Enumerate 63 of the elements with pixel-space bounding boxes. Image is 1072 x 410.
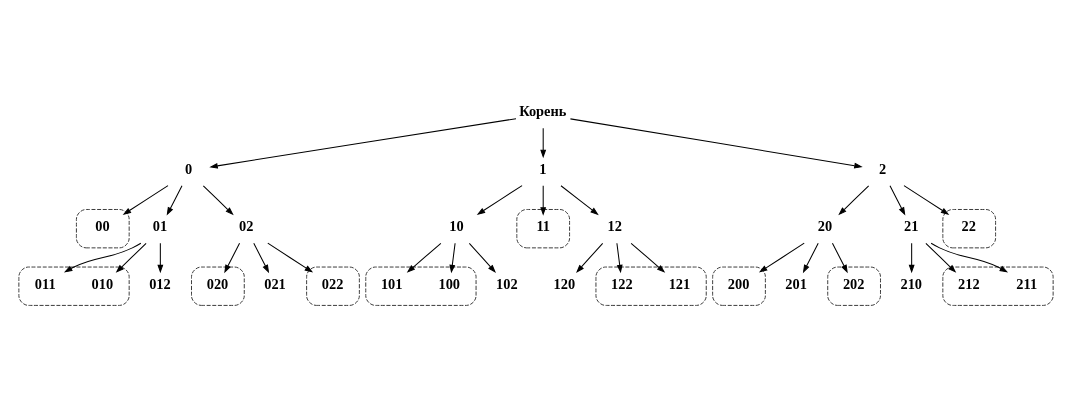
arrow bbox=[166, 184, 183, 216]
arrow bbox=[476, 184, 523, 215]
node-text: 00 bbox=[95, 217, 110, 234]
node-text: 10 bbox=[449, 217, 464, 234]
arrow bbox=[831, 242, 848, 273]
node-text: 211 bbox=[1016, 275, 1038, 292]
node-text: 0 bbox=[185, 160, 193, 177]
arrow bbox=[908, 242, 915, 273]
arrow bbox=[540, 127, 547, 158]
arrow bbox=[63, 242, 142, 272]
arrow bbox=[202, 184, 234, 215]
arrow bbox=[449, 242, 456, 273]
node-text: 212 bbox=[958, 275, 980, 292]
arrow bbox=[925, 242, 957, 273]
arrow bbox=[122, 184, 169, 215]
arrow bbox=[838, 184, 870, 215]
arrow bbox=[630, 242, 666, 273]
cluster bbox=[827, 266, 881, 306]
node-text: 11 bbox=[536, 217, 550, 234]
arrow bbox=[115, 242, 147, 273]
node-text: 122 bbox=[611, 275, 633, 292]
arrow bbox=[758, 242, 805, 273]
node-text: 21 bbox=[904, 217, 919, 234]
node-text: 201 bbox=[785, 275, 807, 292]
arrow bbox=[616, 242, 623, 273]
arrow bbox=[468, 242, 496, 273]
node-text: 022 bbox=[321, 275, 344, 292]
arrow bbox=[267, 242, 314, 273]
arrow bbox=[930, 242, 1009, 272]
node-text: 20 bbox=[817, 217, 833, 234]
arrow bbox=[157, 242, 164, 273]
node-text: 200 bbox=[727, 275, 750, 292]
arrow bbox=[224, 242, 241, 273]
node-text: 021 bbox=[264, 275, 286, 292]
arrow bbox=[903, 184, 950, 215]
node-text: 020 bbox=[206, 275, 229, 292]
cluster bbox=[191, 266, 245, 306]
node-text: 011 bbox=[34, 275, 56, 292]
arrow bbox=[253, 242, 270, 273]
node-text: 010 bbox=[91, 275, 114, 292]
node-text: 1 bbox=[539, 160, 547, 177]
arrow bbox=[802, 242, 819, 273]
node-text: 012 bbox=[149, 275, 171, 292]
node-text: 202 bbox=[842, 275, 865, 292]
node-text: 01 bbox=[152, 217, 168, 234]
arrow bbox=[569, 117, 863, 169]
node-text: 2 bbox=[878, 160, 887, 177]
arrow bbox=[406, 242, 442, 273]
node-text: 100 bbox=[438, 275, 461, 292]
node-text: 02 bbox=[239, 217, 254, 234]
arrow bbox=[560, 184, 599, 215]
arrow bbox=[889, 184, 906, 216]
node-text: 12 bbox=[607, 217, 622, 234]
node-text: 210 bbox=[900, 275, 923, 292]
arrow bbox=[576, 242, 604, 273]
node-text: 22 bbox=[961, 217, 976, 234]
node-text: 121 bbox=[668, 275, 691, 292]
arrow bbox=[209, 117, 517, 169]
node-text: 102 bbox=[496, 275, 518, 292]
node-text: 101 bbox=[380, 275, 403, 292]
arrow bbox=[540, 184, 547, 216]
node-text: 120 bbox=[553, 275, 576, 292]
node-text: Корень bbox=[519, 102, 567, 119]
